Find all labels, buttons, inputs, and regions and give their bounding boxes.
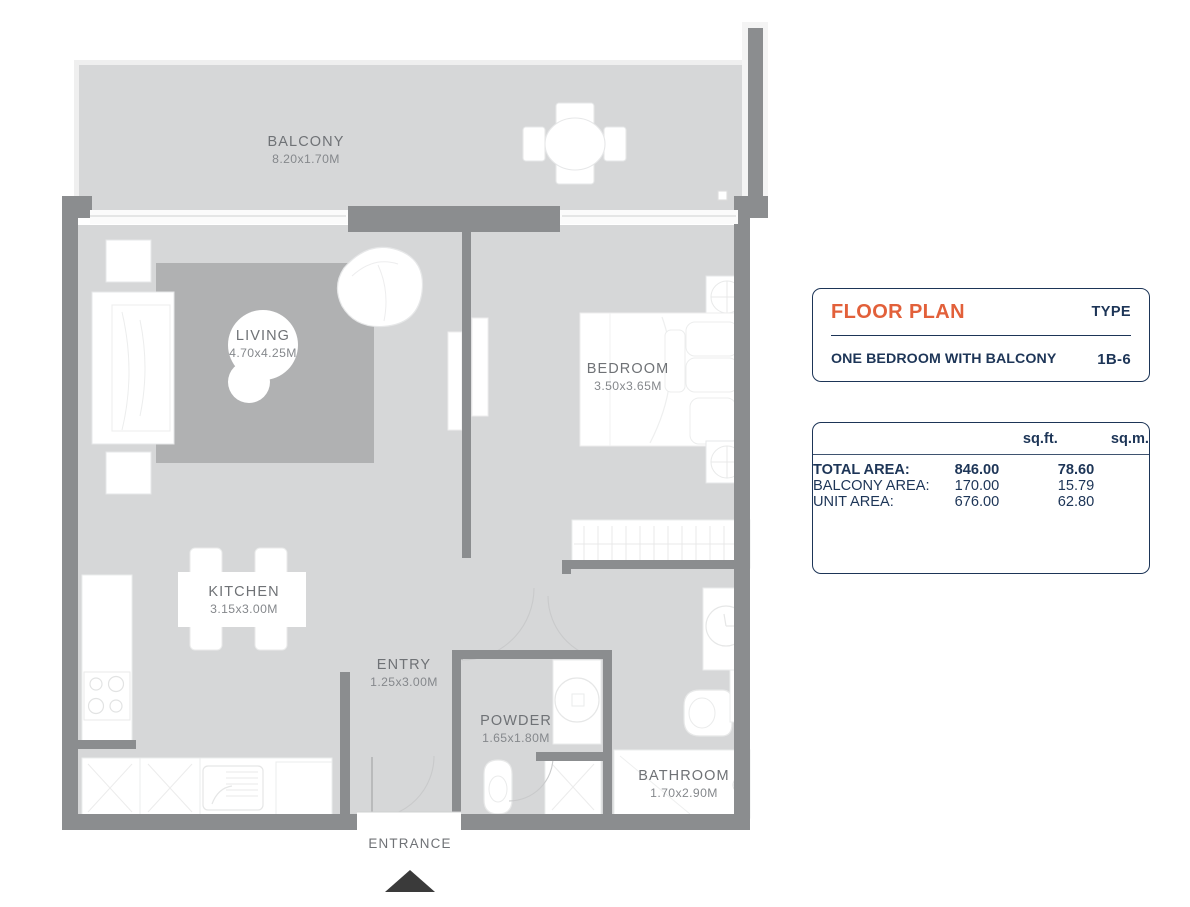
powder-basin <box>554 677 600 723</box>
wall-entry-left <box>340 672 350 818</box>
title-card-value-row: ONE BEDROOM WITH BALCONY 1B-6 <box>813 336 1149 382</box>
balcony-floor <box>78 64 750 210</box>
floor-plan-heading: FLOOR PLAN <box>831 300 965 323</box>
living-side-table-top <box>105 239 152 283</box>
area-summary-card: sq.ft. sq.m. TOTAL AREA: 846.00 78.60 BA… <box>812 422 1150 574</box>
cabinet-x-2 <box>147 763 193 813</box>
living-armchair <box>336 246 424 328</box>
privacy-fin <box>748 28 763 214</box>
glazing-right <box>560 210 738 224</box>
burner-3 <box>87 697 105 715</box>
area-table-sqm-header: sq.m. <box>1110 431 1149 447</box>
kitchen-appliance <box>275 761 333 819</box>
living-wardrobe <box>447 331 463 431</box>
opening-entrance <box>357 812 461 832</box>
burner-1 <box>89 677 103 691</box>
powder-basin-drain <box>571 693 585 707</box>
wall-entry-head <box>452 650 612 659</box>
bedroom-wardrobe <box>471 317 489 417</box>
wall-entry-right <box>452 650 461 760</box>
bathroom-shower-tray <box>613 749 751 819</box>
wall-bath-left <box>562 560 571 574</box>
bathroom-toilet-seat <box>688 697 716 729</box>
area-table-rule-row <box>813 451 1149 462</box>
area-row-balcony: BALCONY AREA: 170.00 15.79 <box>813 478 1149 494</box>
bedroom-throw <box>689 397 737 445</box>
wall-kitchen-stub <box>78 740 136 749</box>
entrance-label: ENTRANCE <box>368 836 452 851</box>
area-table-blank-header <box>813 431 955 451</box>
area-sqft-unit: 676.00 <box>954 494 1000 511</box>
area-sqm-balcony: 15.79 <box>1057 478 1095 495</box>
balcony-chair-left <box>522 126 546 162</box>
area-sqm-unit: 62.80 <box>1057 494 1095 511</box>
bedroom-pillow-a <box>685 321 739 357</box>
cabinet-x-1 <box>87 763 133 813</box>
balcony-rail-top <box>74 60 754 65</box>
balcony-furniture <box>522 102 728 201</box>
type-column-header: TYPE <box>1091 304 1131 320</box>
bathroom-toilet <box>683 689 733 737</box>
wall-top-left-stub <box>62 196 92 218</box>
unit-type-code: 1B-6 <box>1097 350 1131 368</box>
area-sqft-total: 846.00 <box>954 462 1000 479</box>
area-sqm-total: 78.60 <box>1057 462 1095 479</box>
living-side-table-bottom <box>105 451 152 495</box>
living-sofa-cushion-seam <box>139 319 146 417</box>
walls <box>62 22 768 830</box>
bedroom-pillow-b <box>685 357 739 393</box>
wall-top-center <box>348 206 560 232</box>
area-label-unit: UNIT AREA: <box>813 494 894 511</box>
drainer-grooves <box>226 771 258 797</box>
area-sqft-balcony: 170.00 <box>954 478 1000 495</box>
exterior-wall-left <box>62 196 78 830</box>
door-openings <box>357 812 461 832</box>
area-row-total: TOTAL AREA: 846.00 78.60 <box>813 462 1149 478</box>
area-table-rule-cell <box>813 451 1149 462</box>
powder-toilet <box>483 759 513 815</box>
wall-powder-left-stub <box>452 745 461 820</box>
unit-name: ONE BEDROOM WITH BALCONY <box>831 351 1057 368</box>
powder-fixtures <box>483 659 602 818</box>
area-label-balcony: BALCONY AREA: <box>813 478 930 495</box>
glazing-left <box>90 210 348 224</box>
dining-table <box>178 572 306 627</box>
shower-drain-mark <box>619 755 691 815</box>
area-table-header-row: sq.ft. sq.m. <box>813 431 1149 451</box>
wall-powder-bottom <box>536 752 612 761</box>
area-row-unit: UNIT AREA: 676.00 62.80 <box>813 494 1149 510</box>
sink-tap <box>211 785 233 805</box>
burner-2 <box>107 675 125 693</box>
wall-powder-right <box>603 650 612 820</box>
powder-storage-x <box>551 763 595 811</box>
balcony-chair-right <box>603 126 627 162</box>
title-card-divider <box>831 335 1131 337</box>
area-label-total: TOTAL AREA: <box>813 462 910 479</box>
balcony-rail-left <box>74 60 79 210</box>
area-table: sq.ft. sq.m. TOTAL AREA: 846.00 78.60 BA… <box>813 431 1149 510</box>
title-card-header-row: FLOOR PLAN TYPE <box>813 289 1149 335</box>
powder-door-swing <box>508 756 554 802</box>
kitchen-cooktop <box>83 671 131 721</box>
balcony-floor-drain <box>717 190 728 201</box>
living-furniture <box>91 239 424 495</box>
living-sofa-cushions <box>121 311 130 431</box>
burner-4 <box>109 699 123 713</box>
exterior-wall-right <box>734 196 750 830</box>
kitchen-furniture <box>81 547 333 819</box>
partition-living-bedroom <box>462 228 471 558</box>
wall-top-right-stub <box>734 196 768 218</box>
threshold-lines <box>90 215 736 813</box>
powder-toilet-seat <box>488 775 508 803</box>
entrance-arrow-icon <box>385 870 435 892</box>
floor-plan-title-card: FLOOR PLAN TYPE ONE BEDROOM WITH BALCONY… <box>812 288 1150 382</box>
kitchen-sink <box>202 765 264 811</box>
area-table-sqft-header: sq.ft. <box>1022 431 1058 447</box>
balcony-table <box>544 117 606 171</box>
powder-vanity <box>552 659 602 745</box>
bedroom-bolster <box>664 329 686 393</box>
living-coffee-table-small <box>228 361 270 403</box>
wall-bath-head <box>562 560 750 569</box>
